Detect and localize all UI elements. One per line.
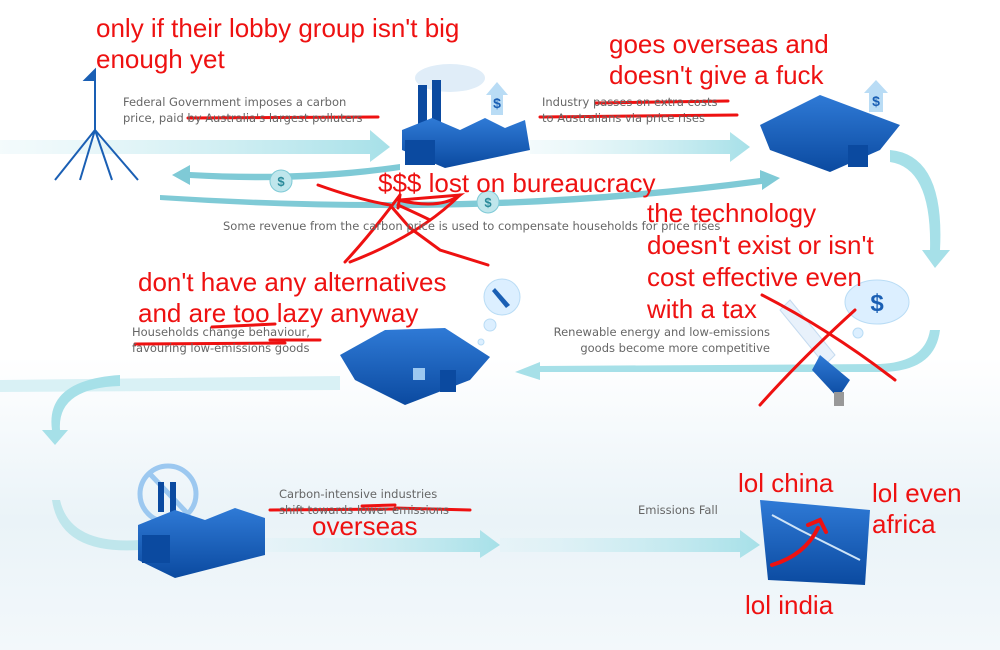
caption-line: to Australians via price rises (542, 111, 705, 125)
factory-icon-bottom (138, 508, 265, 578)
svg-text:$: $ (484, 195, 492, 210)
caption-households: Households change behaviour, favouring l… (132, 324, 310, 356)
annotation-line: the technology (647, 198, 817, 228)
caption-line: Federal Government imposes a carbon (123, 95, 347, 109)
red-growth-arrow (770, 517, 828, 567)
annotation-overseas: overseas (312, 511, 418, 541)
parliament-flagpole-icon (54, 67, 139, 181)
svg-text:$: $ (872, 93, 880, 109)
red-cross-mark (758, 293, 897, 407)
annotation-line: and are too lazy anyway (138, 298, 419, 328)
annotation-china: lol china (738, 468, 834, 498)
annotation-technology: the technology doesn't exist or isn't co… (647, 197, 874, 325)
caption-government: Federal Government imposes a carbon pric… (123, 94, 362, 126)
caption-line: Renewable energy and low-emissions (553, 325, 770, 339)
caption-line: Households change behaviour, (132, 325, 310, 339)
caption-line: price, paid by Australia's largest pollu… (123, 111, 363, 125)
annotation-lobby: only if their lobby group isn't big enou… (96, 13, 459, 75)
coin-icon: $ (269, 169, 293, 193)
red-markup-strikes (133, 99, 739, 512)
caption-line: shift towards lower emissions (279, 503, 450, 517)
annotation-line: africa (872, 509, 936, 539)
annotation-line: enough yet (96, 44, 225, 74)
annotation-line: doesn't give a fuck (609, 60, 824, 90)
falling-emissions-chart-icon (760, 500, 870, 585)
annotation-bureaucracy: $$$ lost on bureaucracy (378, 168, 656, 198)
annotation-line: don't have any alternatives (138, 267, 447, 297)
annotation-line: doesn't exist or isn't (647, 230, 874, 260)
flow-arrow-gov-to-industry (0, 130, 390, 162)
energy-saving-bulb-icon (779, 299, 850, 406)
annotation-line: with a tax (647, 294, 757, 324)
annotation-line: cost effective even (647, 262, 862, 292)
caption-industries-shift: Carbon-intensive industries shift toward… (279, 486, 449, 518)
dollar-thought-bubble-icon: $ (844, 279, 910, 339)
flow-arrow-bottom (52, 500, 760, 558)
curved-arrow-left-down (42, 375, 120, 445)
caption-line: favouring low-emissions goods (132, 341, 310, 355)
annotation-overseas-industry: goes overseas and doesn't give a fuck (609, 29, 829, 91)
red-cross-mark (316, 183, 490, 267)
caption-line: Carbon-intensive industries (279, 487, 438, 501)
svg-text:$: $ (493, 95, 501, 111)
caption-line: Industry passes on extra costs (542, 95, 718, 109)
caption-line: goods become more competitive (580, 341, 770, 355)
annotation-india: lol india (745, 590, 834, 620)
caption-industry: Industry passes on extra costs to Austra… (542, 94, 717, 126)
annotation-alternatives: don't have any alternatives and are too … (138, 267, 447, 329)
caption-renewables: Renewable energy and low-emissions goods… (554, 324, 770, 356)
house-icon-middle (340, 328, 490, 405)
annotation-africa: lol even africa (872, 478, 962, 540)
curved-arrow-right-down (890, 150, 950, 268)
flow-arrow-industry-to-house (530, 132, 750, 162)
annotation-line: goes overseas and (609, 29, 829, 59)
svg-text:$: $ (277, 174, 285, 189)
house-icon-top: $ (760, 80, 900, 172)
factory-icon (402, 64, 530, 168)
annotation-line: lol even (872, 478, 962, 508)
caption-emissions-fall: Emissions Fall (638, 503, 718, 517)
svg-text:$: $ (870, 290, 884, 317)
coin-icon: $ (476, 190, 500, 214)
compensation-arrow-right (160, 170, 780, 209)
annotation-line: only if their lobby group isn't big (96, 13, 460, 43)
lightbulb-thought-bubble-icon (477, 278, 521, 346)
price-up-arrow-icon: $ (486, 82, 508, 115)
caption-compensation: Some revenue from the carbon price is us… (223, 219, 721, 233)
